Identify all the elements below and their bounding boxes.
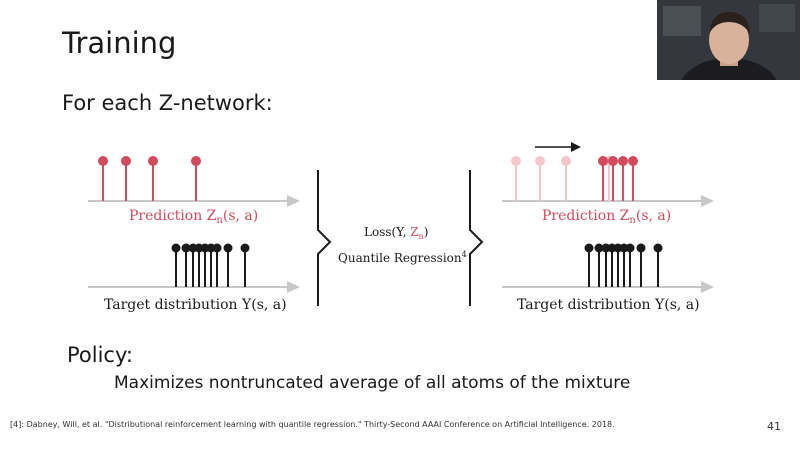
right-prediction-atoms (598, 156, 638, 201)
loss-label: Loss(Y, Zn) (364, 225, 428, 241)
right-prediction-axis-arrowhead (701, 195, 714, 207)
right-target-atoms (584, 243, 663, 287)
policy-heading: Policy: (67, 343, 133, 367)
right-prediction-label: Prediction Zn(s, a) (542, 208, 671, 226)
left-prediction-atoms (98, 156, 201, 201)
quantile-regression-label: Quantile Regression4 (338, 250, 467, 265)
policy-text: Maximizes nontruncated average of all at… (114, 373, 631, 393)
left-target-axis-arrowhead (287, 281, 300, 293)
arrow-right-icon (535, 142, 581, 152)
presenter-webcam (657, 0, 800, 80)
slide-title: Training (62, 26, 177, 60)
left-prediction-label: Prediction Zn(s, a) (129, 208, 258, 226)
right-prediction-faded-atoms (511, 156, 614, 201)
page-number: 41 (767, 420, 781, 433)
left-prediction-axis-arrowhead (287, 195, 300, 207)
brace-left-icon (469, 170, 484, 306)
citation-footnote: [4]: Dabney, Will, et al. "Distributiona… (10, 420, 615, 429)
left-target-label: Target distribution Y(s, a) (104, 297, 287, 313)
brace-right-icon (317, 170, 332, 306)
slide-subtitle: For each Z-network: (62, 91, 273, 115)
presenter-silhouette-icon (657, 0, 800, 80)
right-target-axis-arrowhead (701, 281, 714, 293)
right-target-label: Target distribution Y(s, a) (517, 297, 700, 313)
left-target-atoms (171, 243, 250, 287)
